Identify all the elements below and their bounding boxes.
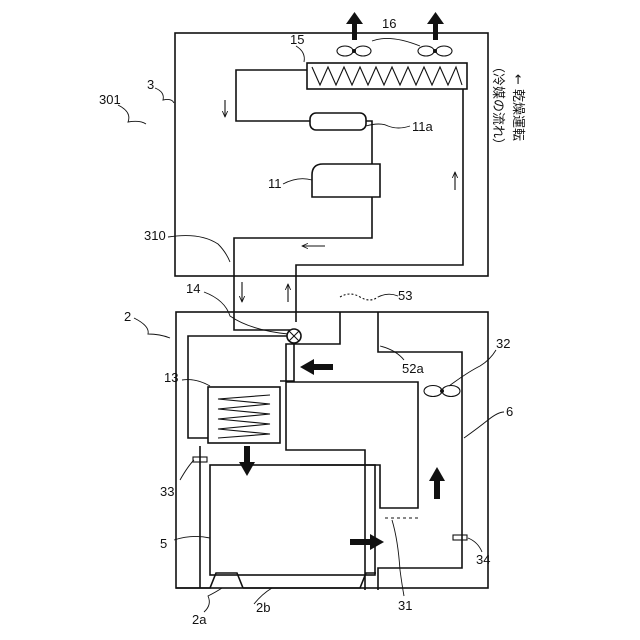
label-31: 31 [398, 598, 412, 613]
leader-16 [372, 38, 420, 46]
drum-5 [210, 465, 375, 575]
pipe-valve-to-exchanger [280, 343, 294, 381]
label-2: 2 [124, 309, 131, 324]
air-duct-inlet [286, 312, 365, 590]
label-33: 33 [160, 484, 174, 499]
leader-13 [182, 380, 210, 386]
label-301: 301 [99, 92, 121, 107]
label-2b: 2b [256, 600, 270, 615]
heat-exchanger-15-zigzag [312, 67, 462, 85]
leader-6 [464, 412, 504, 438]
label-34: 34 [476, 552, 490, 567]
leader-52a [380, 346, 404, 360]
compressor-11 [312, 164, 380, 197]
label-53: 53 [398, 288, 412, 303]
leader-3 [155, 88, 174, 103]
air-arrow-left [300, 359, 333, 375]
label-6: 6 [506, 404, 513, 419]
leader-32 [449, 350, 496, 386]
leader-2a [204, 588, 222, 612]
leader-2 [134, 318, 170, 338]
leader-53 [378, 294, 398, 297]
label-13: 13 [164, 370, 178, 385]
label-11: 11 [268, 176, 282, 191]
legend-title: （冷媒の流れ） [490, 60, 505, 151]
label-5: 5 [160, 536, 167, 551]
fan-16-left [337, 46, 371, 56]
label-16: 16 [382, 16, 396, 31]
leader-310 [168, 236, 230, 262]
duct-opening-53 [340, 294, 378, 300]
label-32: 32 [496, 336, 510, 351]
pipe-condenser-to-receiver [236, 70, 310, 121]
leader-34 [468, 538, 482, 552]
label-52a: 52a [402, 361, 424, 376]
label-15: 15 [290, 32, 304, 47]
exhaust-arrow-right [427, 12, 444, 40]
label-14: 14 [186, 281, 200, 296]
leader-33 [180, 460, 194, 480]
expansion-valve-14 [287, 329, 301, 343]
leader-5 [174, 536, 210, 540]
exhaust-arrow-left [346, 12, 363, 40]
inner-baffle [286, 382, 418, 508]
legend-mode: ← 乾燥運転 [510, 74, 525, 141]
air-arrow-down [239, 446, 255, 476]
leader-31 [392, 520, 404, 596]
label-2a: 2a [192, 612, 207, 627]
heat-exchanger-13-coil [218, 395, 270, 438]
air-arrow-right [350, 534, 384, 550]
label-11a: 11a [412, 119, 433, 134]
label-310: 310 [144, 228, 166, 243]
leader-15 [296, 46, 304, 62]
fan-16-right [418, 46, 452, 56]
pipe-receiver-to-compressor [366, 121, 372, 164]
leader-11 [283, 179, 312, 184]
receiver-11a [310, 113, 366, 130]
heat-exchanger-15 [307, 63, 467, 89]
pipe-compressor-to-indoor [234, 197, 372, 330]
air-duct-outer [378, 312, 462, 590]
fan-32 [424, 386, 460, 397]
leader-301 [118, 105, 146, 124]
sensor-34 [453, 535, 467, 540]
leader-14 [204, 292, 288, 334]
label-3: 3 [147, 77, 154, 92]
air-arrow-up [429, 467, 445, 499]
